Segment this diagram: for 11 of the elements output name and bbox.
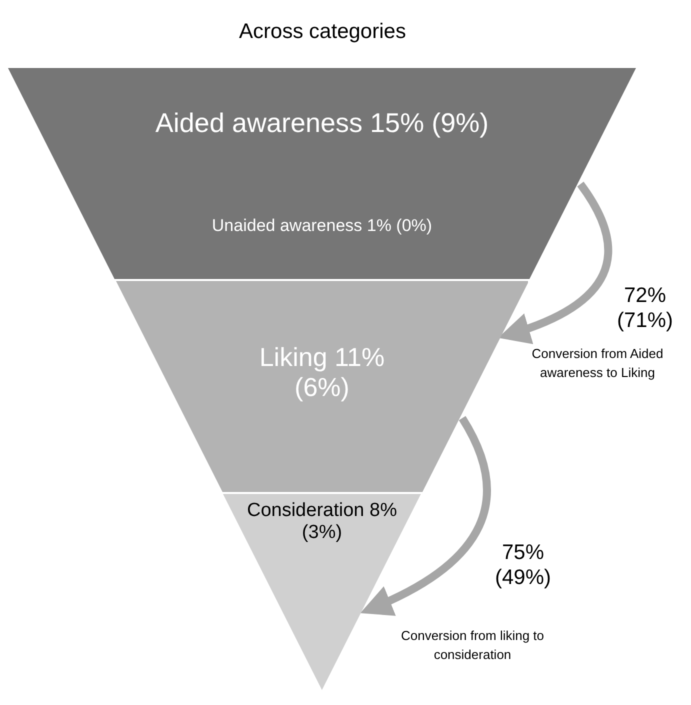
funnel-band [116,281,528,492]
note-text: Conversion from Aided awareness to Liking [530,345,664,382]
funnel-label: Unaided awareness 1% (0%) [210,216,434,236]
funnel-band [8,68,636,279]
curved-arrow [498,182,612,344]
funnel-label: Consideration 8% (3%) [246,500,398,544]
funnel-label: Aided awareness 15% (9%) [154,108,490,140]
chart-title: Across categories [239,20,406,43]
note-text: Conversion from liking to consideration [400,627,546,664]
curved-arrow [360,416,491,616]
funnel-label: Liking 11% (6%) [258,343,386,403]
